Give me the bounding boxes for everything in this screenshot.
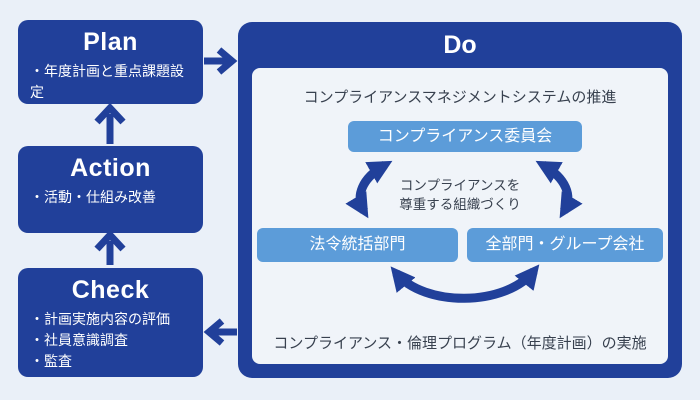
ethics-program-caption: コンプライアンス・倫理プログラム（年度計画）の実施 [273,335,647,352]
do-title: Do [443,31,477,59]
plan-items: ・年度計画と重点課題設定 [18,57,203,103]
action-box: Action ・活動・仕組み改善 [18,146,203,233]
plan-item: ・年度計画と重点課題設定 [30,63,184,100]
left-arrow-icon [203,318,237,346]
plan-box: Plan ・年度計画と重点課題設定 [18,20,203,104]
do-panel: コンプライアンスマネジメントシステムの推進 コンプライアンス委員会 コンプライア… [252,68,668,364]
right-arrow-icon [204,47,238,75]
check-item: ・監査 [30,353,72,369]
legal-supervision-dept-label: 法令統括部門 [257,228,458,262]
check-item: ・社員意識調査 [30,332,128,348]
up-arrow-icon [94,229,126,265]
action-title: Action [70,154,151,182]
organization-note-line1: コンプライアンスを [399,178,521,193]
organization-note-line2: 尊重する組織づくり [399,197,521,212]
check-item: ・計画実施内容の評価 [30,311,170,327]
organization-note: コンプライアンスを 尊重する組織づくり [252,176,668,214]
all-departments-group-label: 全部門・グループ会社 [467,228,663,262]
do-box: Do コンプライアンスマネジメントシステムの推進 コンプライアンス委員会 コンプ… [238,22,682,378]
compliance-committee-label: コンプライアンス委員会 [348,121,582,152]
check-box: Check ・計画実施内容の評価 ・社員意識調査 ・監査 [18,268,203,377]
plan-title: Plan [83,28,138,56]
check-title: Check [71,276,150,304]
compliance-system-heading: コンプライアンスマネジメントシステムの推進 [303,89,617,106]
action-items: ・活動・仕組み改善 [18,183,203,208]
action-item: ・活動・仕組み改善 [30,189,156,205]
check-items: ・計画実施内容の評価 ・社員意識調査 ・監査 [18,305,203,372]
up-arrow-icon [94,102,126,144]
